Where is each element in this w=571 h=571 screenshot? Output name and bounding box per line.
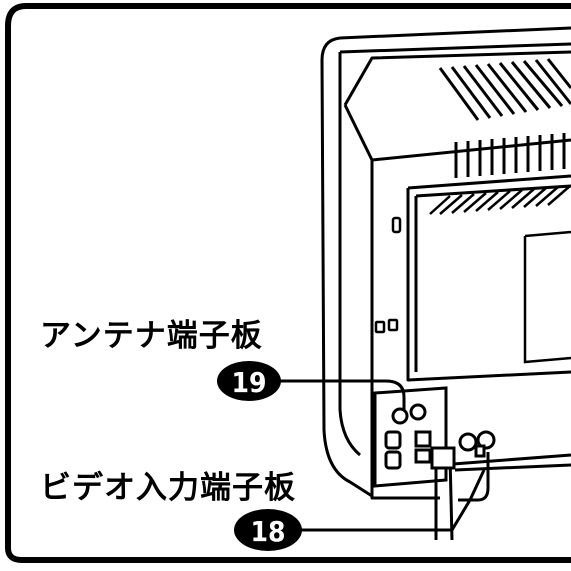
callout-number-video: 18 bbox=[250, 515, 285, 548]
callout-badge-video: 18 bbox=[234, 509, 302, 551]
vent-slats-upper bbox=[438, 58, 571, 121]
callout-badge-antenna: 19 bbox=[217, 361, 281, 401]
video-input-jacks bbox=[458, 430, 496, 458]
vent-slats-middle bbox=[454, 133, 566, 178]
leader-line-video bbox=[296, 469, 486, 532]
leader-line-antenna bbox=[276, 379, 406, 410]
vent-slats-box bbox=[429, 185, 571, 215]
power-cord bbox=[430, 446, 490, 541]
antenna-terminal-label: アンテナ端子板 bbox=[40, 318, 263, 354]
side-clips bbox=[374, 216, 402, 334]
diagram-frame bbox=[5, 3, 571, 563]
video-input-terminal-label: ビデオ入力端子板 bbox=[40, 470, 296, 506]
rear-label-plate bbox=[523, 230, 571, 364]
tv-cabinet bbox=[320, 26, 571, 500]
callout-number-antenna: 19 bbox=[231, 366, 266, 399]
antenna-terminal-board bbox=[373, 386, 448, 488]
